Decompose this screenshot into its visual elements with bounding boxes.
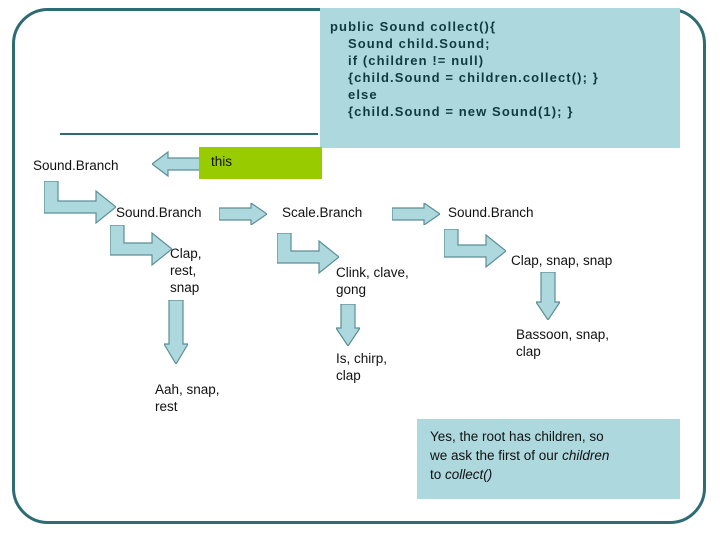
explanation-note: Yes, the root has children, so we ask th… xyxy=(417,419,680,499)
code-line-2: Sound child.Sound; xyxy=(348,36,491,51)
note-line-2-emphasis: children xyxy=(562,448,610,463)
code-line-5: else xyxy=(348,87,378,102)
leaf-label-2: Aah, snap, rest xyxy=(155,382,220,414)
explanation-note-text: Yes, the root has children, so we ask th… xyxy=(430,427,672,484)
this-label: this xyxy=(211,154,233,169)
arrow-child2-to-leaf3 xyxy=(277,233,339,279)
note-line-1: Yes, the root has children, so xyxy=(430,429,604,444)
divider-line xyxy=(60,133,318,135)
arrow-child2-to-child3 xyxy=(392,203,440,225)
root-branch-label: Sound.Branch xyxy=(33,158,119,173)
code-line-3: if (children != null) xyxy=(348,53,485,68)
this-highlight-box: this xyxy=(199,147,322,179)
arrow-child1-to-leaf1 xyxy=(110,225,172,271)
arrow-left-to-root xyxy=(152,150,200,178)
leaf-label-1: Clap, rest, snap xyxy=(170,246,202,295)
note-line-2: we ask the first of our xyxy=(430,448,563,463)
leaf-label-5: Clap, snap, snap xyxy=(511,253,613,268)
code-line-6: {child.Sound = new Sound(1); } xyxy=(348,104,574,119)
leaf-label-6: Bassoon, snap, clap xyxy=(516,327,610,359)
arrow-child1-to-child2 xyxy=(219,203,267,225)
note-line-3: to xyxy=(430,467,446,482)
child3-branch-label: Sound.Branch xyxy=(448,205,534,220)
leaf-label-4: Is, chirp, clap xyxy=(336,351,388,383)
code-line-4: {child.Sound = children.collect(); } xyxy=(348,70,599,85)
note-line-3-emphasis: collect() xyxy=(445,467,493,482)
child1-branch-label: Sound.Branch xyxy=(116,205,202,220)
arrow-root-to-child1 xyxy=(44,181,116,229)
leaf-label-3: Clink, clave, gong xyxy=(336,265,409,297)
arrow-leaf3-to-leaf4 xyxy=(336,304,360,346)
child2-branch-label: Scale.Branch xyxy=(282,205,363,220)
code-block: public Sound collect(){ Sound child.Soun… xyxy=(320,8,680,148)
arrow-leaf1-to-leaf2 xyxy=(164,300,188,364)
arrow-child3-to-leaf5 xyxy=(444,229,506,273)
arrow-leaf5-to-leaf6 xyxy=(536,272,560,320)
code-line-1: public Sound collect(){ xyxy=(330,19,497,34)
